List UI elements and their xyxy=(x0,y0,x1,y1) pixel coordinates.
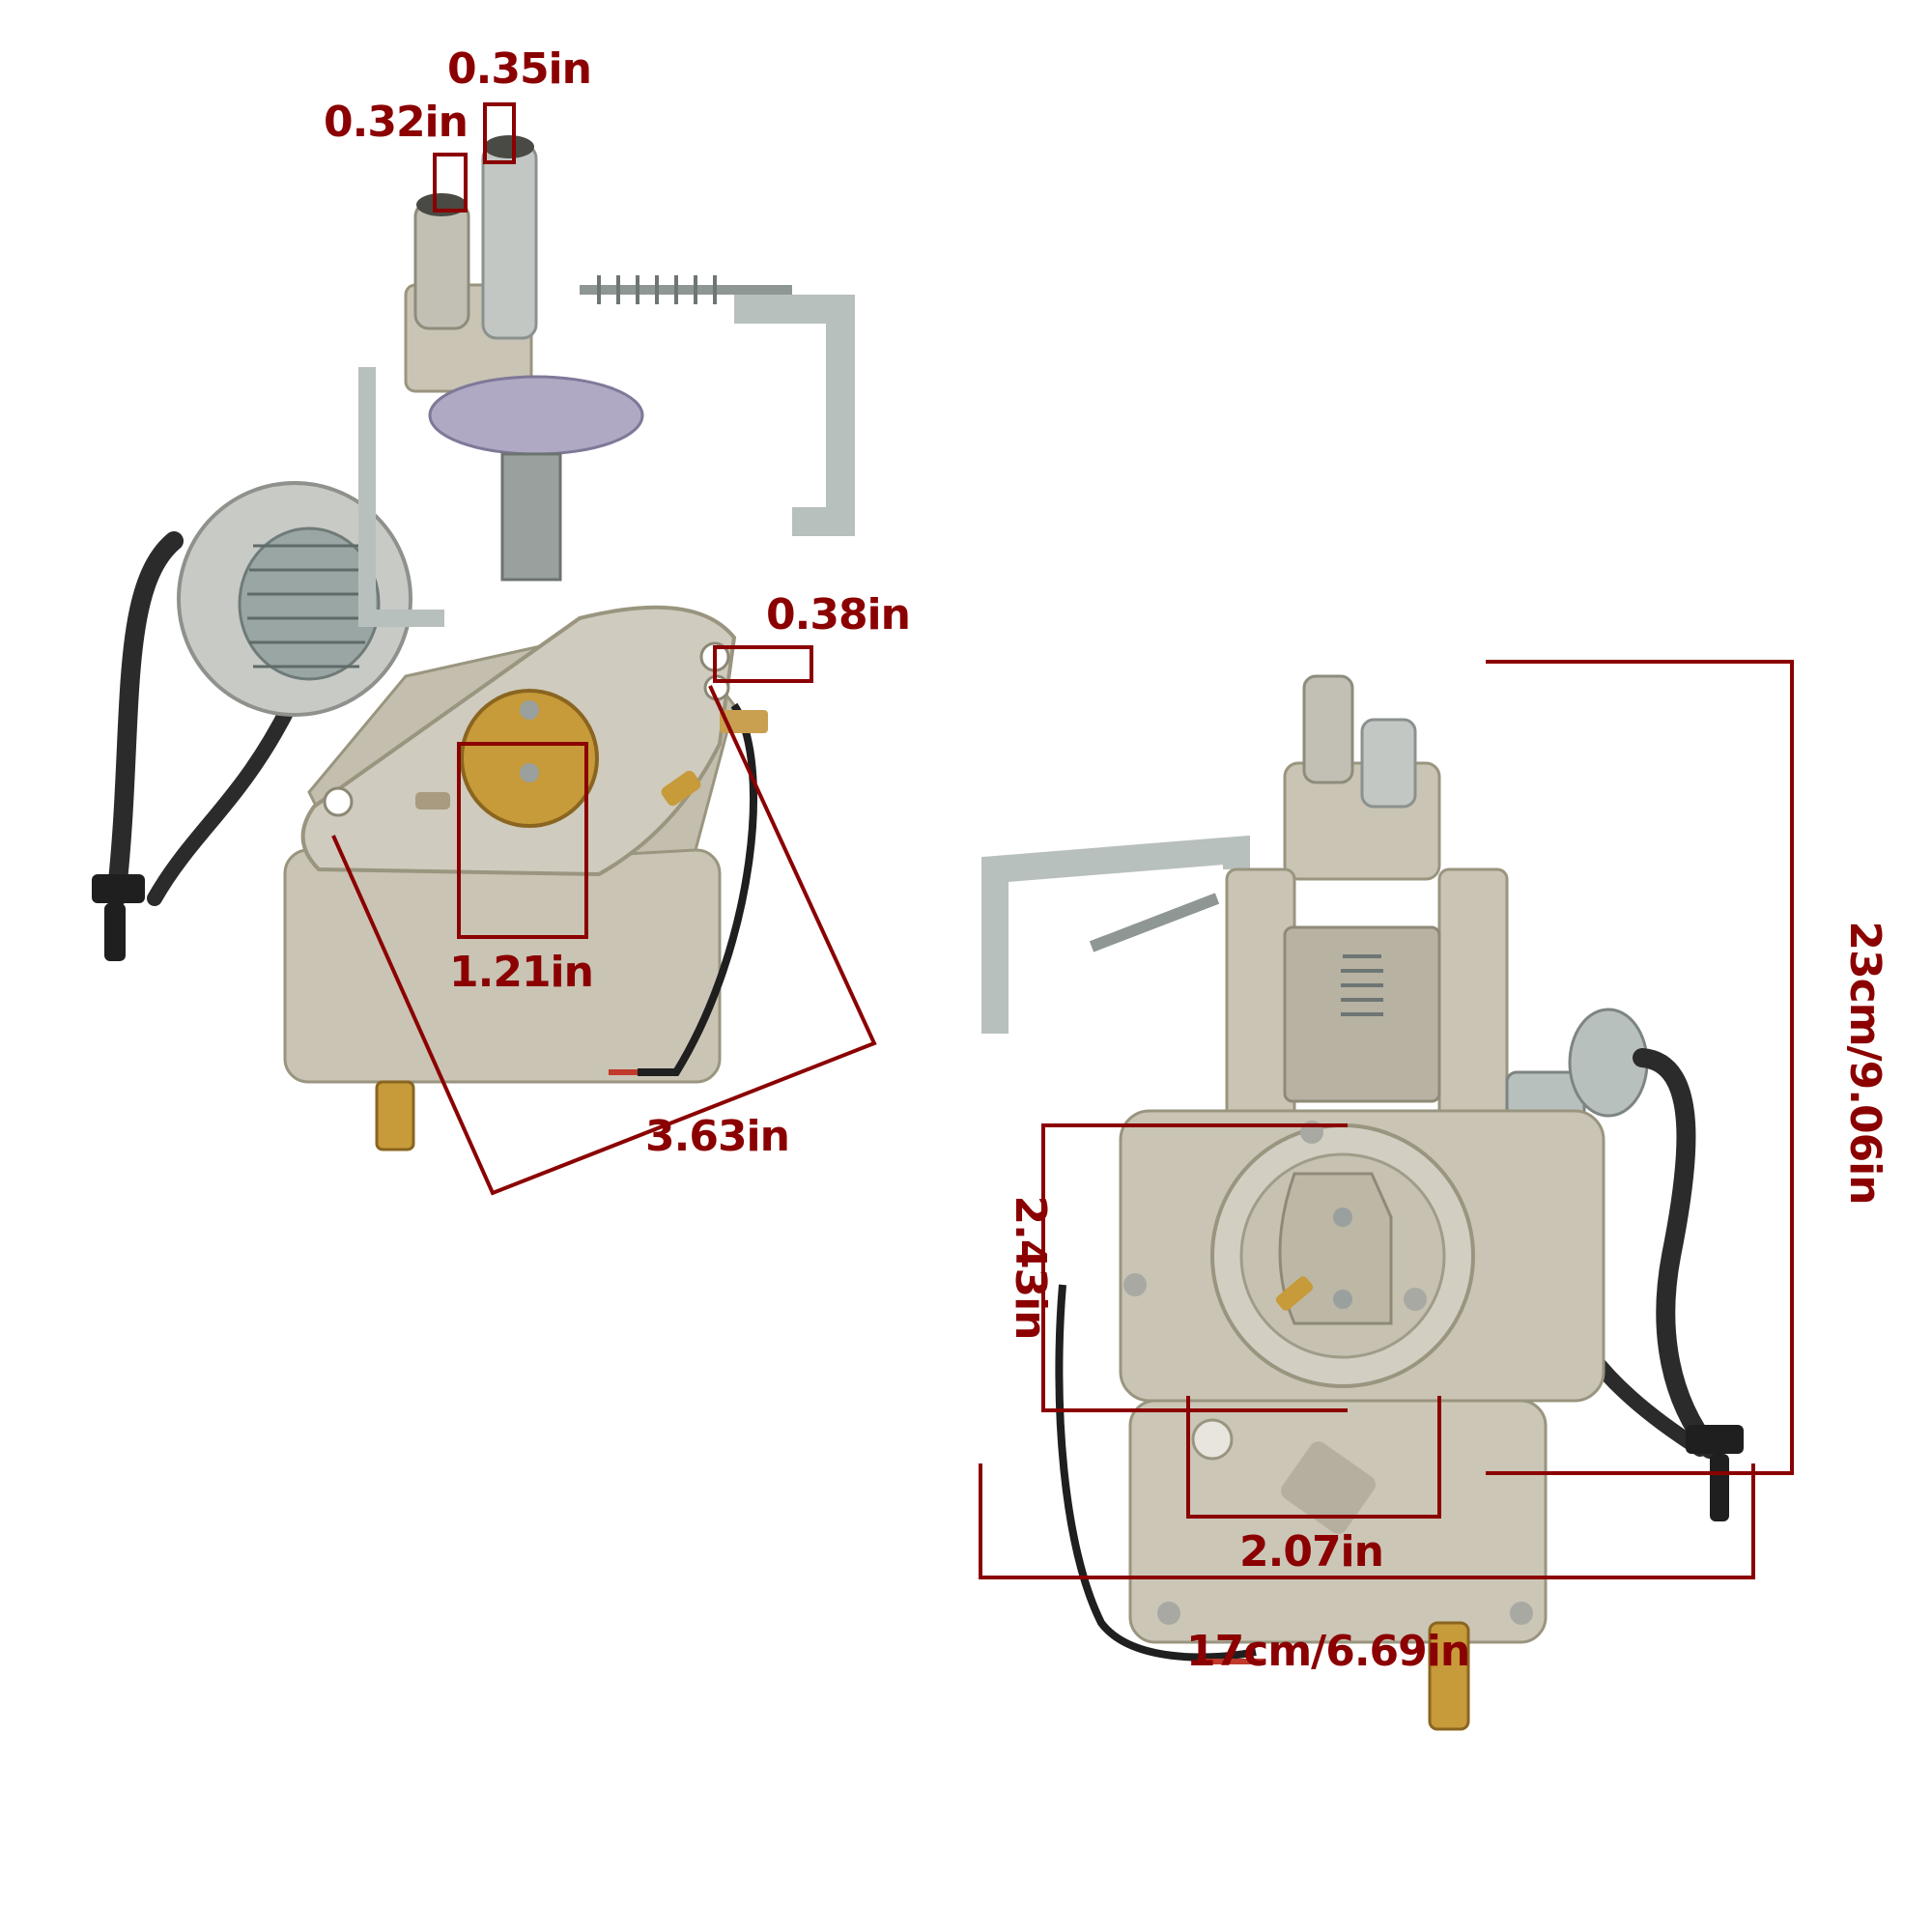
fuel-hose xyxy=(106,531,184,908)
tube-large-dimension-label: 0.35in xyxy=(447,44,592,94)
side-solenoid-wire xyxy=(1055,1284,1257,1662)
side-fuel-nozzle xyxy=(1428,1621,1470,1731)
plate-screw-top xyxy=(520,700,539,720)
side-screw-right xyxy=(1404,1288,1427,1311)
right-pillar xyxy=(1437,867,1509,1122)
side-bowl-screw-left xyxy=(1157,1602,1180,1625)
overall-height-marker xyxy=(1486,660,1794,1475)
float-bowl-width-dimension-label: 2.07in xyxy=(1239,1527,1384,1577)
mount-hole-dimension-label: 0.38in xyxy=(766,590,911,639)
solenoid-wire xyxy=(638,702,757,1076)
choke-linkage xyxy=(358,367,444,627)
bore-height-marker xyxy=(1041,1123,1348,1412)
fuel-nozzle xyxy=(375,1080,415,1151)
side-return-spring xyxy=(1089,893,1220,952)
bore-dimension-label: 1.21in xyxy=(449,948,594,997)
right-dimension-lines xyxy=(979,660,1794,1579)
side-bowl-boss xyxy=(1281,1441,1376,1534)
left-dimension-lines xyxy=(331,102,877,1196)
side-hose-outlet xyxy=(1710,1454,1729,1521)
bore-height-dimension-label: 2.43in xyxy=(1006,1195,1055,1340)
carburetor-flange-view xyxy=(92,135,855,1151)
flange-width-marker xyxy=(331,685,877,1196)
overall-width-marker xyxy=(979,1463,1755,1579)
carburetor-side-view xyxy=(981,674,1744,1731)
hose-outlet xyxy=(104,903,126,961)
side-tube-small xyxy=(1302,674,1354,784)
overall-width-dimension-label: 17cm/6.69in xyxy=(1186,1627,1470,1676)
side-bowl-sight xyxy=(1191,1418,1234,1461)
side-screw-left xyxy=(1123,1273,1147,1296)
brass-throttle-plate xyxy=(460,689,599,828)
large-inlet-tube xyxy=(481,143,538,340)
throttle-cam xyxy=(428,375,644,456)
small-inlet-tube xyxy=(413,201,470,330)
idle-screw xyxy=(720,710,768,733)
tube-small-marker xyxy=(433,153,468,213)
flange-width-dimension-label: 3.63in xyxy=(645,1112,790,1161)
throttle-shaft-spring xyxy=(500,452,562,582)
side-plate-screw-top xyxy=(1333,1208,1352,1227)
vacuum-hose xyxy=(147,697,298,906)
side-fuel-hose xyxy=(1633,1048,1719,1459)
vacuum-port xyxy=(415,792,450,810)
side-tube-large xyxy=(1360,718,1417,809)
hose-connector xyxy=(92,874,145,903)
small-tube-opening xyxy=(416,193,467,216)
brass-fitting xyxy=(661,770,701,807)
side-bracket xyxy=(981,835,1250,1034)
plate-screw-bottom xyxy=(520,763,539,782)
bore-marker xyxy=(457,742,588,939)
tube-small-dimension-label: 0.32in xyxy=(324,98,469,147)
side-bowl-screw-right xyxy=(1510,1602,1533,1625)
float-bowl-width-marker xyxy=(1186,1396,1441,1519)
side-plate-screw-bottom xyxy=(1333,1290,1352,1309)
diaphragm-spring xyxy=(238,526,381,681)
mount-hole-marker xyxy=(713,645,813,683)
large-tube-opening xyxy=(484,135,534,158)
side-brass-jet xyxy=(1275,1276,1314,1311)
overall-height-dimension-label: 23cm/9.06in xyxy=(1840,921,1889,1205)
flange-hole-left xyxy=(323,786,354,817)
throttle-bracket xyxy=(734,295,855,536)
tube-large-marker xyxy=(483,102,516,164)
side-hose-connector xyxy=(1686,1425,1744,1454)
